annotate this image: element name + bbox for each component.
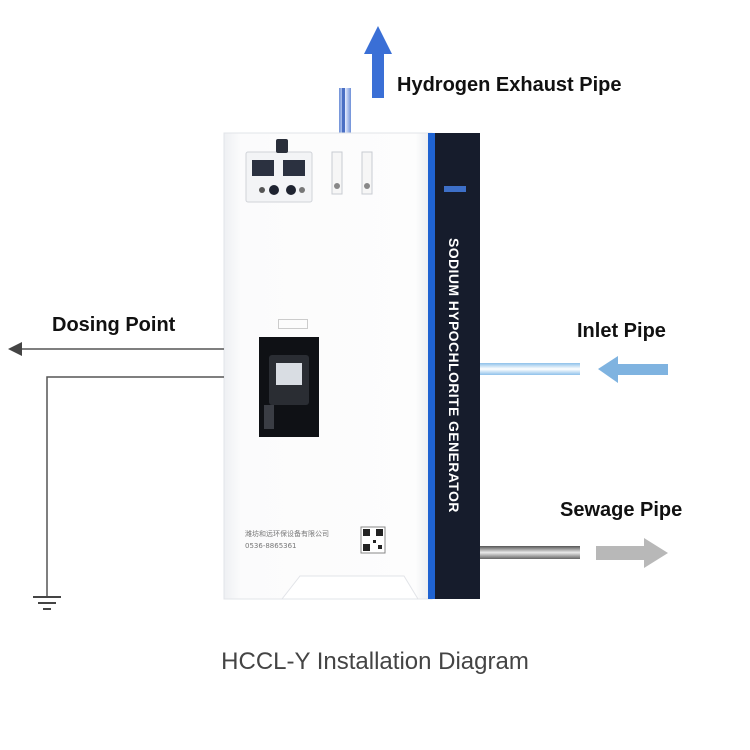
flowmeter-valve-icon (334, 183, 340, 189)
control-panel (245, 139, 313, 203)
manufacturer-info: 潍坊和远环保设备有限公司 0536-8865361 (245, 528, 355, 552)
hydrogen-exhaust-pipe (339, 88, 351, 138)
sewage-arrow-icon (596, 538, 668, 568)
sewage-pipe (480, 538, 668, 568)
power-knob-icon (269, 185, 279, 195)
product-name-band: SODIUM HYPOCHLORITE GENERATOR (440, 195, 468, 555)
fuse-icon (299, 187, 305, 193)
pump-label-plate (278, 319, 308, 329)
switch-knob-icon (259, 187, 265, 193)
manufacturer-phone: 0536-8865361 (245, 542, 297, 550)
product-name-text: SODIUM HYPOCHLORITE GENERATOR (446, 237, 462, 513)
hydrogen-exhaust-label: Hydrogen Exhaust Pipe (397, 74, 622, 96)
brand-logo-icon (444, 186, 466, 192)
sewage-pipe-label: Sewage Pipe (560, 499, 683, 521)
inlet-arrow-icon (598, 356, 668, 383)
ground-line (33, 376, 224, 610)
voltmeter-display-icon (283, 160, 305, 176)
flowmeter-valve-icon (364, 183, 370, 189)
manufacturer-name: 潍坊和远环保设备有限公司 (245, 530, 329, 538)
inlet-pipe-label: Inlet Pipe (577, 320, 666, 342)
ammeter-display-icon (252, 160, 274, 176)
inlet-pipe (480, 356, 668, 383)
dosing-arrow-icon (8, 342, 22, 356)
hydrogen-exhaust-arrow-icon (364, 26, 392, 98)
dosing-pump-window (259, 337, 319, 437)
dosing-line (8, 342, 224, 356)
indicator-lamp-icon (276, 139, 288, 153)
generator-cabinet (223, 132, 480, 600)
adjust-knob-icon (286, 185, 296, 195)
flow-meters (331, 151, 373, 195)
pump-display-icon (276, 363, 302, 385)
diagram-caption: HCCL-Y Installation Diagram (221, 648, 529, 675)
qr-code-icon (360, 526, 386, 554)
dosing-point-label: Dosing Point (52, 314, 176, 336)
